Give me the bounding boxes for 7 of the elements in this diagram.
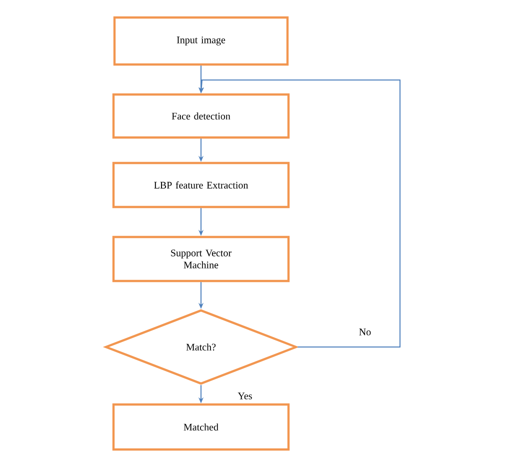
process-box: Face detection [112, 93, 290, 139]
edge-label: Yes [236, 392, 254, 400]
process-box: Support Vector Machine [112, 236, 290, 282]
process-box: Input image [113, 16, 289, 66]
process-box: LBP feature Extraction [112, 162, 290, 208]
edge-label: No [358, 328, 372, 336]
process-box: Matched [112, 403, 290, 451]
